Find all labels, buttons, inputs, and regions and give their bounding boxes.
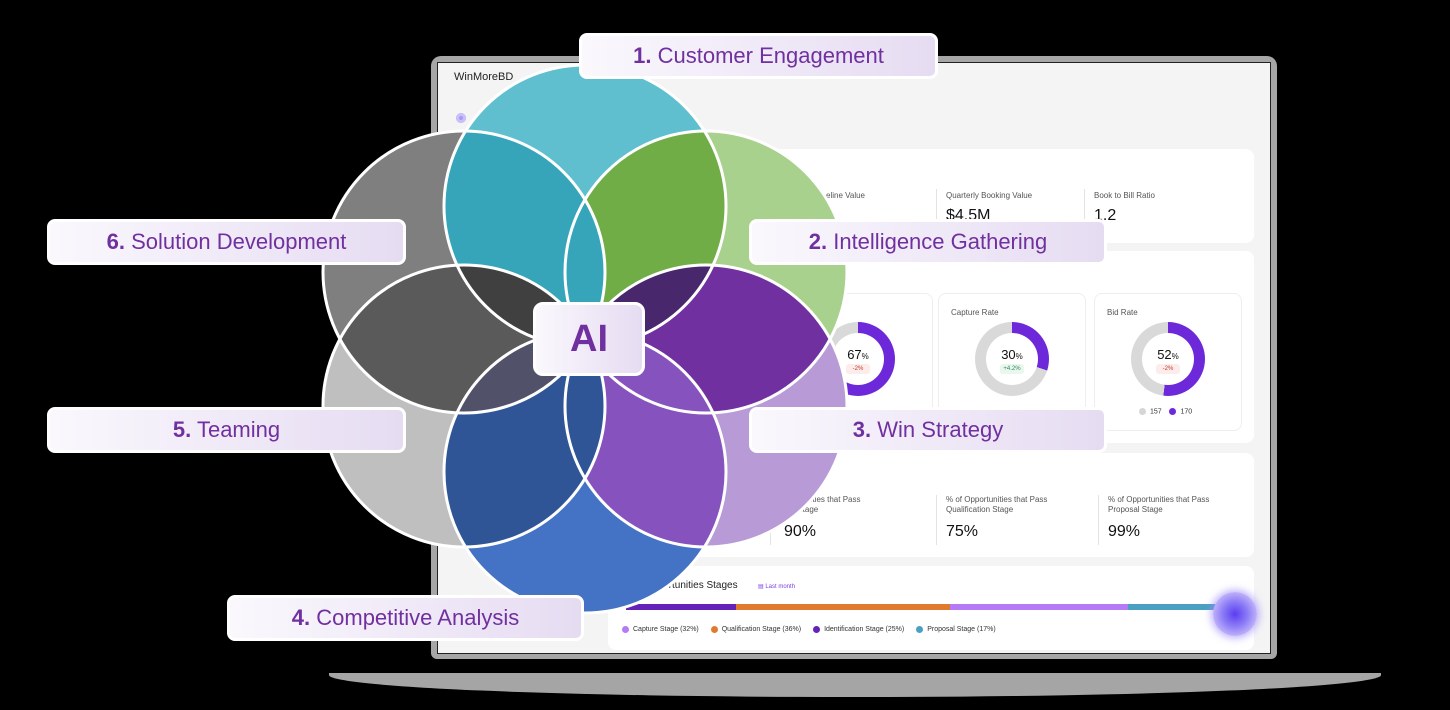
label-customer-engagement: 1. Customer Engagement: [579, 33, 938, 79]
stage-bar-qualification: [736, 604, 950, 610]
ai-center-label: AI: [533, 302, 645, 376]
divider: [936, 189, 937, 239]
kpi-label: Quarterly Booking Value: [946, 191, 1033, 200]
delta-badge: +4.2%: [1000, 364, 1024, 374]
rate-title: Capture Rate: [951, 308, 999, 317]
pass-value: 99%: [1108, 523, 1141, 540]
pass-value: 75%: [946, 523, 979, 540]
kpi-label: eline Value: [826, 191, 865, 200]
rate-value: 52%: [1157, 347, 1179, 362]
divider: [1084, 189, 1085, 239]
label-win-strategy: 3. Win Strategy: [749, 407, 1107, 453]
label-teaming: 5. Teaming: [47, 407, 406, 453]
stages-card: pportunities Stages ▤ Last month Capture…: [608, 566, 1254, 650]
divider: [936, 495, 937, 545]
pass-value: 90%: [784, 523, 817, 540]
label-solution-development: 6. Solution Development: [47, 219, 406, 265]
rate-title: Bid Rate: [1107, 308, 1138, 317]
delta-badge: -2%: [846, 364, 870, 374]
label-intelligence-gathering: 2. Intelligence Gathering: [749, 219, 1107, 265]
label-competitive-analysis: 4. Competitive Analysis: [227, 595, 584, 641]
kpi-label: Book to Bill Ratio: [1094, 191, 1155, 200]
rate-card-bid: Bid Rate 52% -2% 157 170: [1094, 293, 1242, 431]
stages-title: pportunities Stages: [652, 580, 738, 591]
stages-legend: Capture Stage (32%) Qualification Stage …: [622, 626, 1006, 633]
stage-bar-proposal: [1128, 604, 1218, 610]
rate-value: 30%: [1001, 347, 1023, 362]
date-filter-chip[interactable]: ▤ Last month: [758, 584, 796, 590]
nav-icon[interactable]: [456, 113, 466, 123]
stage-bar-capture: [950, 604, 1128, 610]
rate-value: 67%: [847, 347, 869, 362]
donut-legend: 157 170: [1139, 408, 1192, 415]
ai-assistant-orb[interactable]: [1213, 592, 1257, 636]
app-logo: WinMoreBD: [454, 71, 514, 83]
stage-bar-identification: [626, 604, 736, 610]
divider: [1098, 495, 1099, 545]
delta-badge: -2%: [1156, 364, 1180, 374]
donut-chart: 52% -2%: [1131, 322, 1205, 396]
donut-chart: 30% +4.2%: [975, 322, 1049, 396]
